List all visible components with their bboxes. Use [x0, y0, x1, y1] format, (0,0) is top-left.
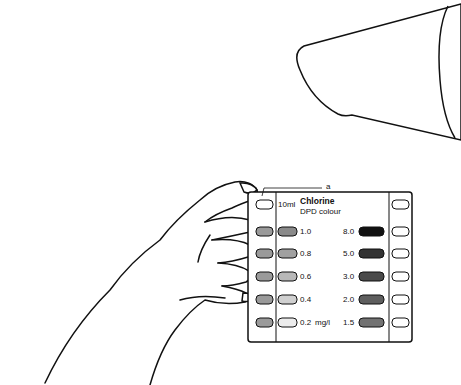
scale-value: 3.0: [343, 273, 354, 281]
scale-value: 5.0: [343, 250, 354, 258]
hand: [45, 182, 257, 385]
scale-value: 0.6: [300, 273, 311, 281]
scale-value: 0.2: [300, 319, 311, 327]
scale-value: 0.8: [300, 250, 311, 258]
scale-value: 2.0: [343, 296, 354, 304]
callout-letter: a: [326, 183, 330, 191]
scale-value: 8.0: [343, 228, 354, 236]
volume-label: 10ml: [278, 201, 295, 209]
cup: [297, 4, 461, 140]
scale-value: 1.5: [343, 319, 354, 327]
unit-label: mg/l: [315, 319, 330, 327]
leader-line: [262, 188, 322, 196]
comparator-card: [248, 192, 412, 342]
scale-value: 0.4: [300, 296, 311, 304]
title-label: Chlorine: [300, 197, 334, 206]
subtitle-label: DPD colour: [300, 208, 341, 216]
scale-value: 1.0: [300, 228, 311, 236]
